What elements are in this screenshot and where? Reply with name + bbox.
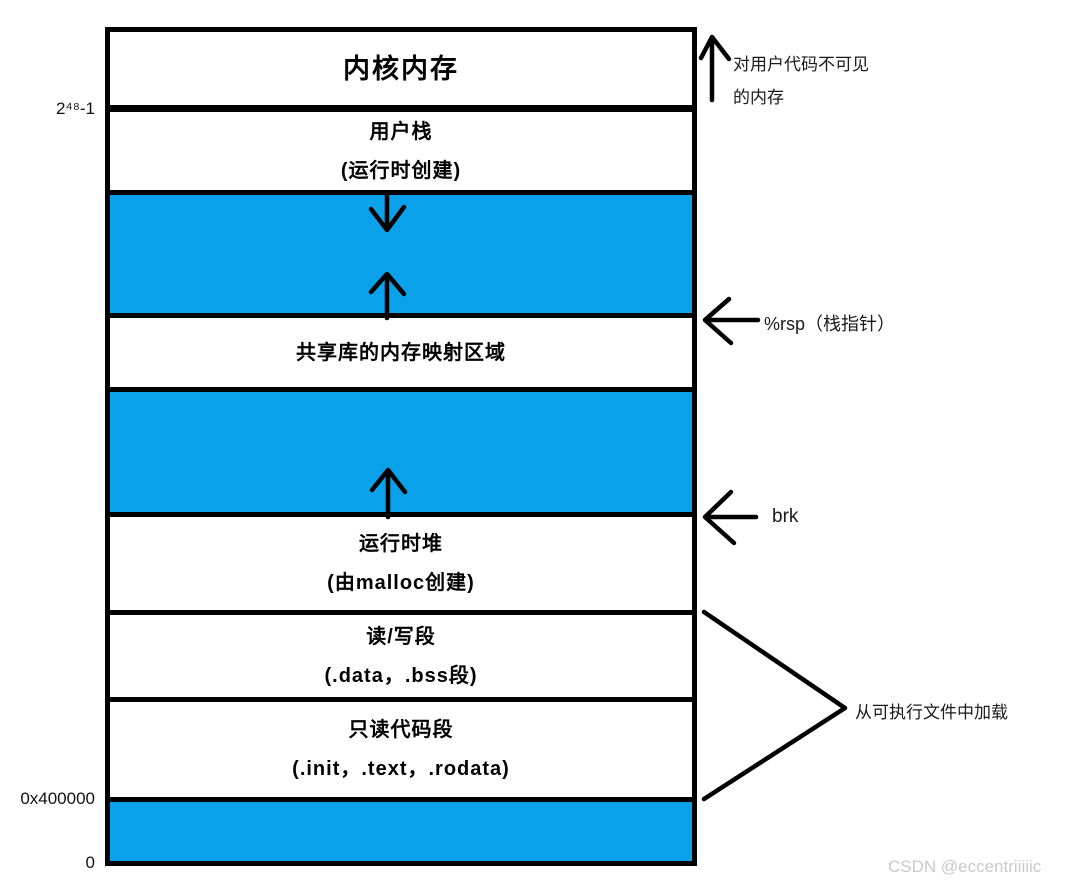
section-sublabel: (.init，.text，.rodata) [292,758,510,780]
section-read-write-segment: 读/写段 (.data，.bss段) [110,615,692,702]
rsp-arrow [702,296,761,346]
section-user-stack: 用户栈 (运行时创建) [110,112,692,195]
kernel-invisible-note-line1: 对用户代码不可见 [733,55,869,74]
section-runtime-heap: 运行时堆 (由malloc创建) [110,517,692,615]
section-label: 共享库的内存映射区域 [296,341,506,364]
rsp-pointer-label: %rsp（栈指针） [764,314,896,334]
memory-box: 内核内存 用户栈 (运行时创建) 共享库的内存映射区域 运行时堆 (由mallo… [105,27,697,866]
section-shared-lib-mmap: 共享库的内存映射区域 [110,318,692,392]
brk-arrow [702,489,759,546]
section-stack-growth-gap [110,195,692,318]
section-sublabel: (运行时创建) [340,159,462,182]
section-kernel-memory: 内核内存 [110,32,692,112]
csdn-watermark: CSDN @eccentriiiiic [888,857,1042,876]
executable-load-chevron [701,609,848,802]
section-label: 运行时堆 [359,533,443,555]
section-sublabel: (由malloc创建) [327,572,475,594]
loaded-from-executable-note: 从可执行文件中加载 [855,703,1008,722]
section-sublabel: (.data，.bss段) [324,664,478,687]
address-label-zero: 0 [85,853,95,872]
kernel-invisible-note: 对用户代码不可见 的内存 [733,48,869,114]
address-label-top: 2⁴⁸-1 [55,99,95,118]
kernel-invisible-up-arrow [698,34,732,103]
section-label: 读/写段 [366,625,436,648]
brk-pointer-label: brk [772,506,799,527]
kernel-invisible-note-line2: 的内存 [733,88,784,107]
section-label: 只读代码段 [348,719,454,741]
section-heap-growth-gap [110,392,692,517]
section-label: 内核内存 [343,53,459,84]
address-label-code-start: 0x400000 [20,789,95,808]
section-label: 用户栈 [369,120,433,143]
section-read-only-segment: 只读代码段 (.init，.text，.rodata) [110,702,692,802]
section-unmapped-low-memory [110,802,692,861]
